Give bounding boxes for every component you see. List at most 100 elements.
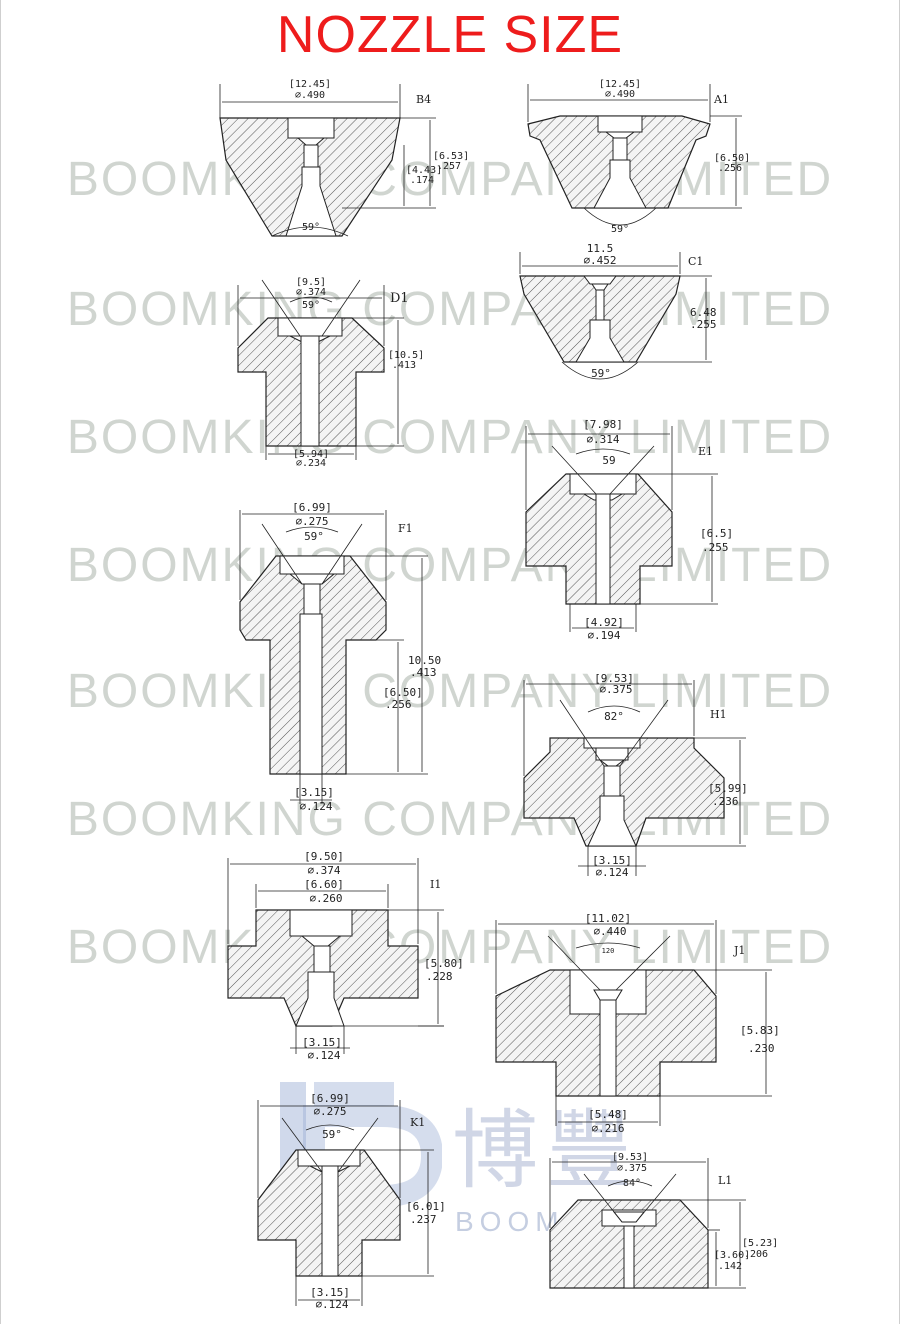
j1-bottom-in: ∅.216 <box>591 1122 624 1135</box>
i1-bottom-mm: [3.15] <box>302 1036 342 1049</box>
i1-top-in: ∅.374 <box>307 864 340 877</box>
b4-mid-in: .174 <box>410 175 434 186</box>
d1-top-mm: [9.5] <box>296 277 326 288</box>
c1-angle: 59° <box>591 367 611 380</box>
d1-height-mm: [10.5] <box>388 350 424 361</box>
e1-top-in: ∅.314 <box>586 433 619 446</box>
a1-top-in: ∅.490 <box>605 89 635 100</box>
c1-height-mm: 6.48 <box>690 306 717 319</box>
nozzle-i1: [9.50] ∅.374 [6.60] ∅.260 I1 [5.80] .228… <box>227 850 464 1062</box>
d1-height-in: .413 <box>392 360 416 371</box>
b4-label: B4 <box>416 93 431 106</box>
j1-top-mm: [11.02] <box>585 912 631 925</box>
l1-height-mm: [5.23] <box>742 1238 778 1249</box>
logo-english-text: BOOM <box>455 1206 565 1237</box>
j1-angle: 120 <box>602 947 615 955</box>
h1-top-in: ∅.375 <box>599 683 632 696</box>
watermark-text: BOOMKING COMPANY LIMITED <box>66 665 834 718</box>
f1-top-in: ∅.275 <box>295 515 328 528</box>
page-title: NOZZLE SIZE <box>276 6 624 64</box>
e1-bottom-mm: [4.92] <box>584 616 624 629</box>
b4-top-mm: [12.45] <box>289 79 331 90</box>
nozzle-e1: [7.98] ∅.314 59 E1 [6.5] .255 [4.92] ∅.1… <box>525 418 733 642</box>
a1-height-mm: [6.50] <box>714 153 750 164</box>
nozzle-j1: [11.02] ∅.440 120 J1 [5.83] .230 [5.48] … <box>495 912 780 1135</box>
j1-label: J1 <box>733 944 745 957</box>
c1-top-in: ∅.452 <box>583 254 616 267</box>
d1-angle: 59° <box>302 300 320 311</box>
b4-top-in: ∅.490 <box>295 90 325 101</box>
l1-angle: 84° <box>623 1178 641 1189</box>
f1-height-in: .413 <box>410 666 437 679</box>
watermark-text: BOOMKING COMPANY LIMITED <box>66 539 834 592</box>
b4-height-mm: [6.53] <box>433 151 469 162</box>
h1-height-in: .236 <box>712 795 739 808</box>
b4-height-in: .257 <box>437 161 461 172</box>
e1-label: E1 <box>698 445 713 458</box>
e1-bottom-in: ∅.194 <box>587 629 620 642</box>
f1-label: F1 <box>398 522 413 535</box>
f1-top-mm: [6.99] <box>292 501 332 514</box>
c1-height-in: .255 <box>690 318 717 331</box>
k1-bottom-mm: [3.15] <box>310 1286 350 1299</box>
i1-height-in: .228 <box>426 970 453 983</box>
nozzle-b4: [12.45] ∅.490 B4 [6.53] .257 [4.43] .174… <box>219 79 469 237</box>
l1-mid-in: .142 <box>718 1261 742 1272</box>
c1-label: C1 <box>688 255 703 268</box>
j1-bottom-mm: [5.48] <box>588 1108 628 1121</box>
nozzle-c1: 11.5 ∅.452 C1 6.48 .255 59° <box>519 242 717 380</box>
d1-bottom-mm: [5.94] <box>293 449 329 460</box>
e1-angle: 59 <box>602 454 615 467</box>
f1-bottom-in: ∅.124 <box>299 800 332 813</box>
c1-top-mm: 11.5 <box>587 242 614 255</box>
f1-mid-in: .256 <box>385 698 412 711</box>
i1-bottom-in: ∅.124 <box>307 1049 340 1062</box>
l1-label: L1 <box>718 1174 732 1187</box>
k1-angle: 59° <box>322 1128 342 1141</box>
nozzle-a1: [12.45] ∅.490 A1 [6.50] .256 59° <box>527 79 750 235</box>
l1-top-mm: [9.53] <box>612 1152 648 1163</box>
j1-height-in: .230 <box>748 1042 775 1055</box>
nozzle-h1: [9.53] ∅.375 82° H1 [5.99] .236 [3.15] ∅… <box>523 672 748 879</box>
nozzle-k1: [6.99] ∅.275 59° K1 [6.01] .237 [3.15] ∅… <box>257 1092 446 1311</box>
d1-top-in: ∅.374 <box>296 287 326 298</box>
a1-top-mm: [12.45] <box>599 79 641 90</box>
k1-label: K1 <box>410 1116 425 1129</box>
k1-top-mm: [6.99] <box>310 1092 350 1105</box>
k1-bottom-in: ∅.124 <box>315 1298 348 1311</box>
nozzle-f1: [6.99] ∅.275 59° F1 10.50 .413 [6.50] .2… <box>239 501 441 813</box>
l1-height-in: .206 <box>744 1249 768 1260</box>
d1-label: D1 <box>390 291 409 306</box>
i1-top-mm: [9.50] <box>304 850 344 863</box>
nozzle-l1: [9.53] ∅.375 84° L1 [5.23] .206 [3.60] .… <box>549 1152 778 1289</box>
d1-bottom-in: ∅.234 <box>296 458 326 469</box>
e1-top-mm: [7.98] <box>583 418 623 431</box>
i1-label: I1 <box>430 878 441 891</box>
watermark-text: BOOMKING COMPANY LIMITED <box>66 921 834 974</box>
i1-top2-mm: [6.60] <box>304 878 344 891</box>
h1-bottom-in: ∅.124 <box>595 866 628 879</box>
a1-angle: 59° <box>611 224 629 235</box>
i1-top2-in: ∅.260 <box>309 892 342 905</box>
b4-angle: 59° <box>302 222 320 233</box>
f1-angle: 59° <box>304 530 324 543</box>
h1-top-mm: [9.53] <box>594 672 634 685</box>
l1-top-in: ∅.375 <box>617 1163 647 1174</box>
j1-height-mm: [5.83] <box>740 1024 780 1037</box>
f1-bottom-mm: [3.15] <box>294 786 334 799</box>
k1-height-mm: [6.01] <box>406 1200 446 1213</box>
k1-height-in: .237 <box>410 1213 437 1226</box>
e1-height-mm: [6.5] <box>700 527 733 540</box>
e1-height-in: .255 <box>702 541 729 554</box>
h1-angle: 82° <box>604 710 624 723</box>
b4-mid-mm: [4.43] <box>406 165 442 176</box>
nozzle-d1: [9.5] ∅.374 59° D1 [10.5] .413 [5.94] ∅.… <box>237 277 424 469</box>
watermark-text: BOOMKING COMPANY LIMITED <box>66 411 834 464</box>
h1-label: H1 <box>710 708 727 721</box>
f1-height-mm: 10.50 <box>408 654 441 667</box>
watermark-text: BOOMKING COMPANY LIMITED <box>66 153 834 206</box>
h1-height-mm: [5.99] <box>708 782 748 795</box>
j1-top-in: ∅.440 <box>593 925 626 938</box>
a1-label: A1 <box>713 93 729 106</box>
